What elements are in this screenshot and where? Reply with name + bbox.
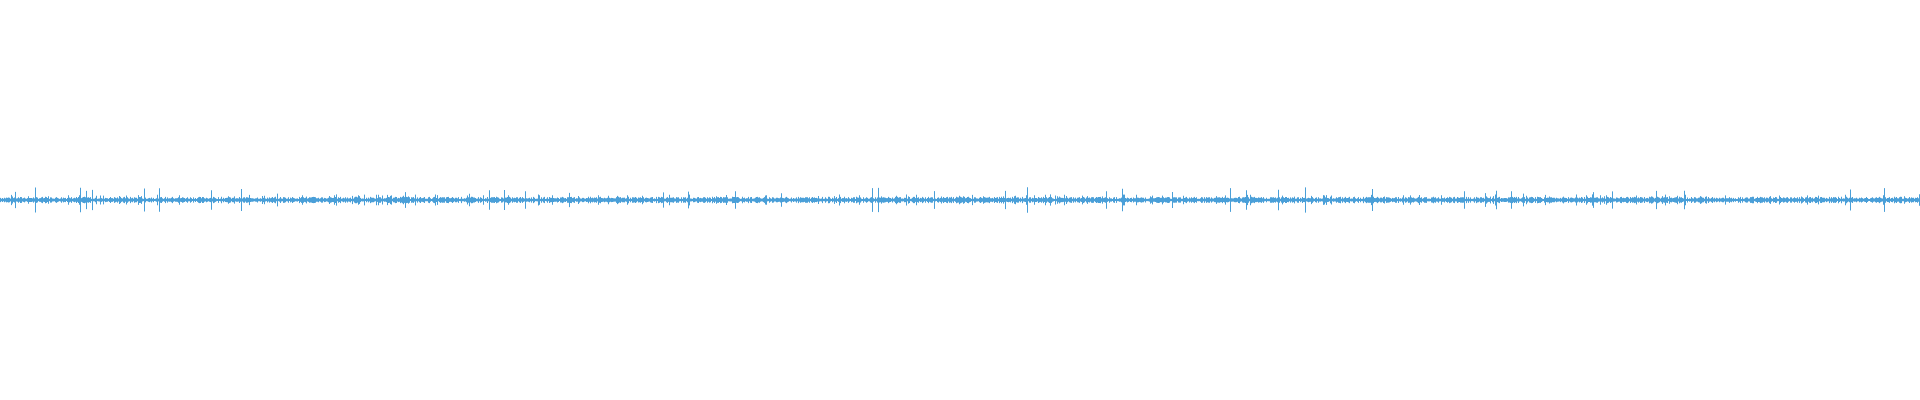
- waveform-trace: [0, 187, 1920, 213]
- waveform-samples: [0, 187, 1920, 213]
